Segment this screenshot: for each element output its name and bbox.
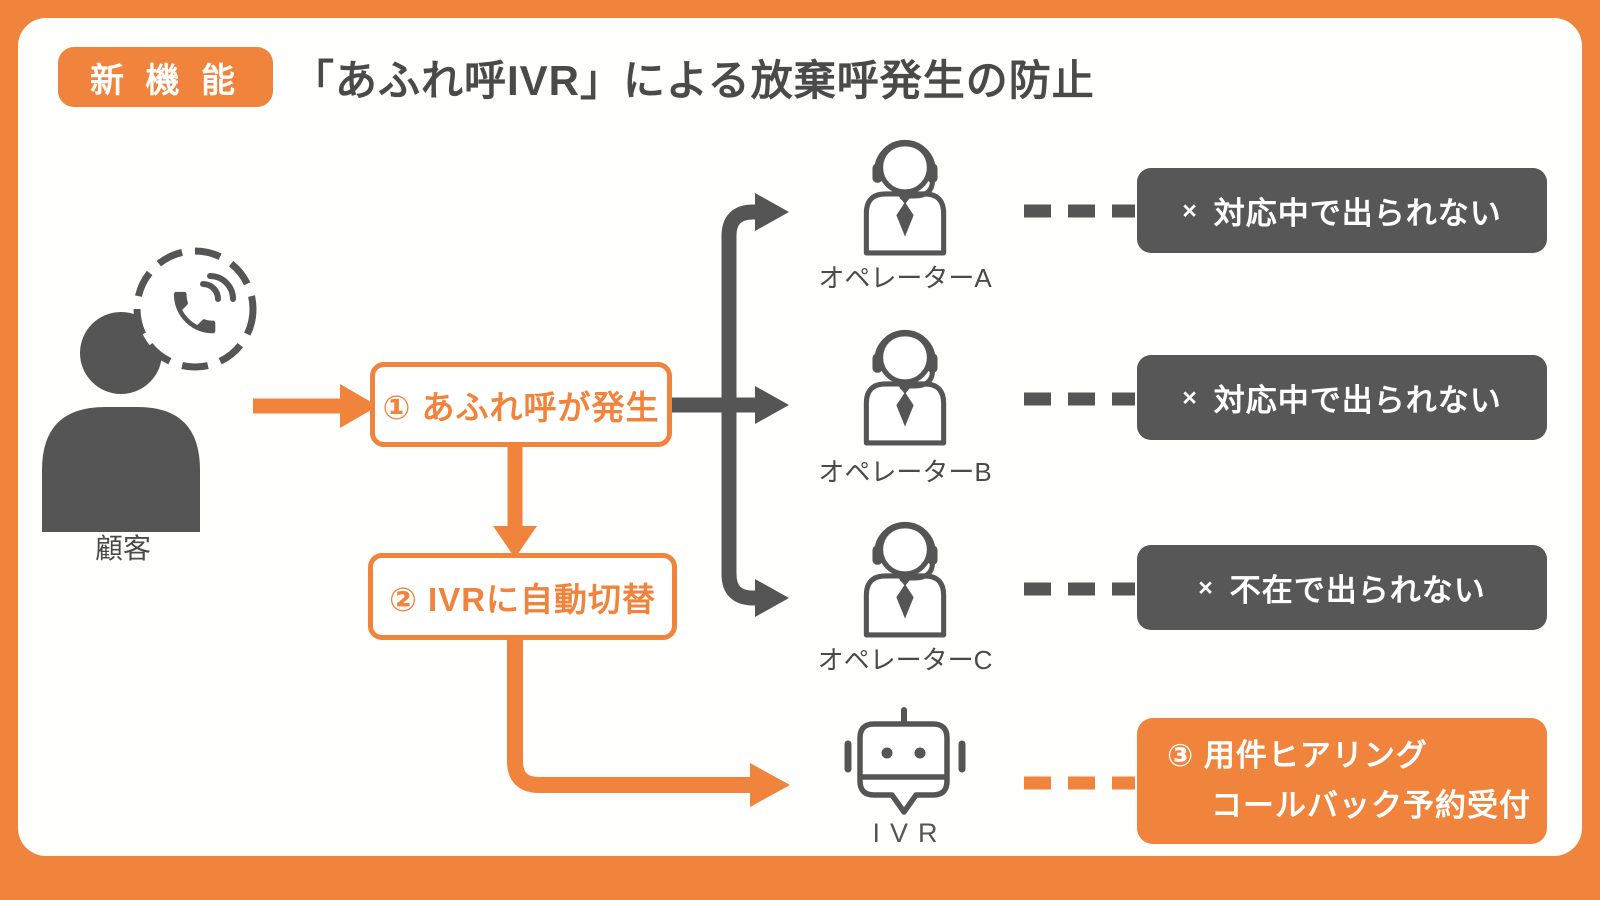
cross-mark: × — [1182, 197, 1198, 225]
status-text: 不在で出られない — [1229, 573, 1486, 608]
status-box-operator-b: × 対応中で出られない — [1137, 355, 1547, 440]
step2-box: ② IVRに自動切替 — [368, 553, 677, 640]
operator-c-icon — [863, 521, 947, 638]
ivr-label: IVR — [872, 818, 948, 848]
new-feature-badge: 新 機 能 — [58, 47, 273, 107]
ivr-result-line1: ③ 用件ヒアリング — [1167, 731, 1547, 781]
status-box-operator-c: × 不在で出られない — [1137, 545, 1547, 630]
new-feature-badge-label: 新 機 能 — [90, 61, 241, 100]
status-text: 対応中で出られない — [1213, 196, 1502, 231]
ivr-result-line2: コールバック予約受付 — [1211, 788, 1531, 823]
page-title: 「あふれ呼IVR」による放棄呼発生の防止 — [292, 56, 1095, 104]
operator-b-label: オペレーターB — [818, 457, 992, 487]
customer-phone-icon — [42, 247, 257, 532]
operator-a-icon — [863, 139, 947, 256]
ivr-result-number: ③ — [1167, 738, 1195, 774]
customer-label: 顧客 — [94, 533, 151, 564]
status-box-operator-a: × 対応中で出られない — [1137, 168, 1547, 253]
step1-box: ① あふれ呼が発生 — [370, 362, 672, 447]
status-text: 対応中で出られない — [1213, 383, 1502, 418]
ivr-robot-icon — [844, 707, 966, 815]
operator-b-icon — [863, 329, 947, 446]
cross-mark: × — [1198, 574, 1214, 602]
ivr-result-text1: 用件ヒアリング — [1203, 738, 1428, 774]
ivr-result-box: ③ 用件ヒアリング コールバック予約受付 — [1137, 718, 1547, 844]
operator-c-label: オペレーターC — [817, 645, 993, 675]
cross-mark: × — [1182, 384, 1198, 412]
step1-label: ① あふれ呼が発生 — [382, 388, 660, 426]
operator-a-label: オペレーターA — [818, 263, 992, 293]
step2-label: ② IVRに自動切替 — [388, 580, 657, 618]
